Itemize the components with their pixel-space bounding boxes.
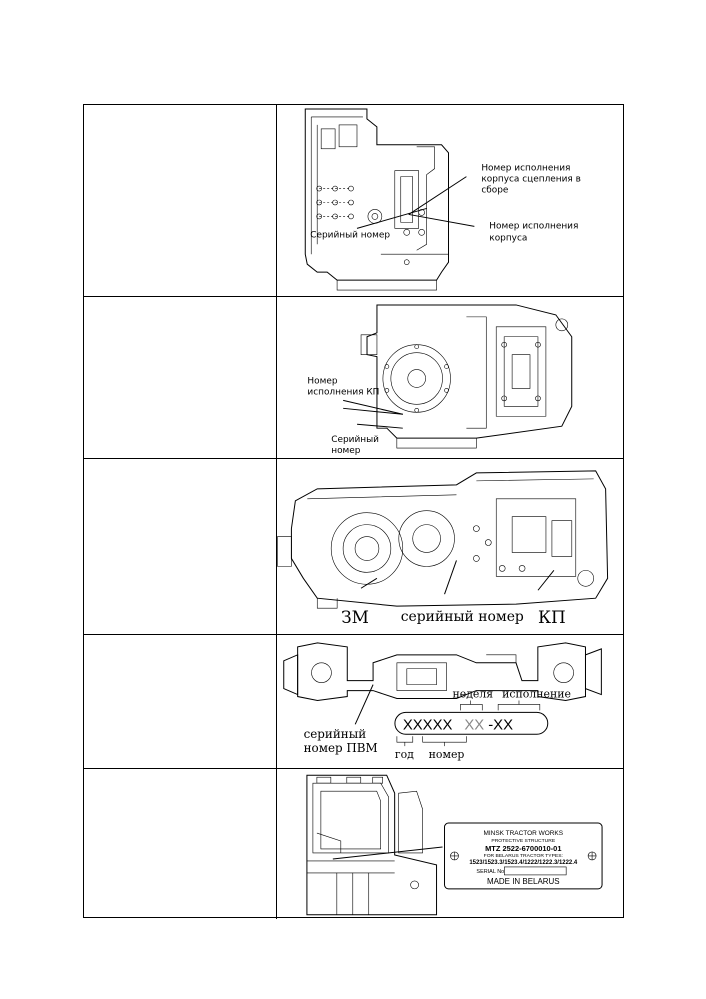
serial-number-label: Серийный номер bbox=[310, 230, 390, 240]
plate-serial-label: SERIAL No bbox=[476, 869, 504, 875]
gearbox-version-label-1: Номер bbox=[307, 376, 337, 386]
cab-drawing: MINSK TRACTOR WORKS PROTECTIVE STRUCTURE… bbox=[306, 774, 603, 916]
housing-version-label-2: корпуса bbox=[489, 233, 527, 243]
table-row: ЗМ серийный номер КП bbox=[84, 459, 623, 635]
plate-types: 1523/1523.3/1523.4/1222/1222.3/1222.4 bbox=[469, 860, 578, 866]
table-row: Номер исполнения КП Серийный номер bbox=[84, 297, 623, 459]
identification-table: Номер исполнения корпуса сцепления в сбо… bbox=[83, 104, 624, 919]
week-label: неделя bbox=[452, 688, 493, 701]
plate-origin: MADE IN BELARUS bbox=[487, 877, 560, 886]
engine-unit-label: ЗМ bbox=[341, 607, 369, 627]
serial-fwd-axle-label-1: серийный bbox=[304, 727, 367, 741]
table-row: MINSK TRACTOR WORKS PROTECTIVE STRUCTURE… bbox=[84, 769, 623, 919]
image-cell: Номер исполнения КП Серийный номер bbox=[277, 297, 623, 458]
code-tail: -XX bbox=[488, 717, 513, 733]
serial-number-label-1: Серийный bbox=[331, 435, 379, 445]
plate-maker: MINSK TRACTOR WORKS bbox=[484, 830, 564, 837]
gearbox-version-label-2: исполнения КП bbox=[307, 387, 379, 397]
plate-types-heading: FOR BELARUS TRACTOR TYPES: bbox=[484, 853, 563, 859]
clutch-housing-version-label-1: Номер исполнения bbox=[481, 164, 570, 174]
housing-version-label-1: Номер исполнения bbox=[489, 221, 578, 231]
clutch-housing-version-label-2: корпуса сцепления в bbox=[481, 175, 581, 185]
gearbox-drawing: Номер исполнения КП Серийный номер bbox=[307, 304, 573, 456]
plate-structure: PROTECTIVE STRUCTURE bbox=[491, 838, 555, 844]
clutch-housing-drawing: Номер исполнения корпуса сцепления в сбо… bbox=[304, 108, 581, 291]
image-cell: ЗМ серийный номер КП bbox=[277, 459, 623, 634]
description-cell bbox=[84, 105, 277, 296]
description-cell bbox=[84, 769, 277, 919]
description-cell bbox=[84, 459, 277, 634]
version-label: исполнение bbox=[502, 688, 571, 701]
image-cell: MINSK TRACTOR WORKS PROTECTIVE STRUCTURE… bbox=[277, 769, 623, 919]
number-label: номер bbox=[429, 748, 465, 761]
image-cell: Номер исполнения корпуса сцепления в сбо… bbox=[277, 105, 623, 296]
serial-number-label: серийный номер bbox=[401, 609, 524, 625]
table-row: XXXXX XX -XX неделя исполнение серийный … bbox=[84, 635, 623, 769]
description-cell bbox=[84, 297, 277, 458]
serial-fwd-axle-label-2: номер ПВМ bbox=[304, 741, 378, 755]
plate-model: MTZ 2522-6700010-01 bbox=[485, 844, 561, 853]
code-main: XXXXX bbox=[403, 717, 453, 733]
description-cell bbox=[84, 635, 277, 768]
serial-number-label-2: номер bbox=[331, 446, 361, 456]
clutch-housing-version-label-3: сборе bbox=[481, 186, 509, 196]
table-row: Номер исполнения корпуса сцепления в сбо… bbox=[84, 105, 623, 297]
year-label: год bbox=[395, 748, 414, 761]
front-axle-drawing: XXXXX XX -XX неделя исполнение серийный … bbox=[283, 642, 602, 761]
gearbox-unit-label: КП bbox=[538, 607, 566, 627]
transmission-assembly-drawing: ЗМ серийный номер КП bbox=[277, 470, 609, 627]
code-light: XX bbox=[464, 717, 484, 733]
image-cell: XXXXX XX -XX неделя исполнение серийный … bbox=[277, 635, 623, 768]
